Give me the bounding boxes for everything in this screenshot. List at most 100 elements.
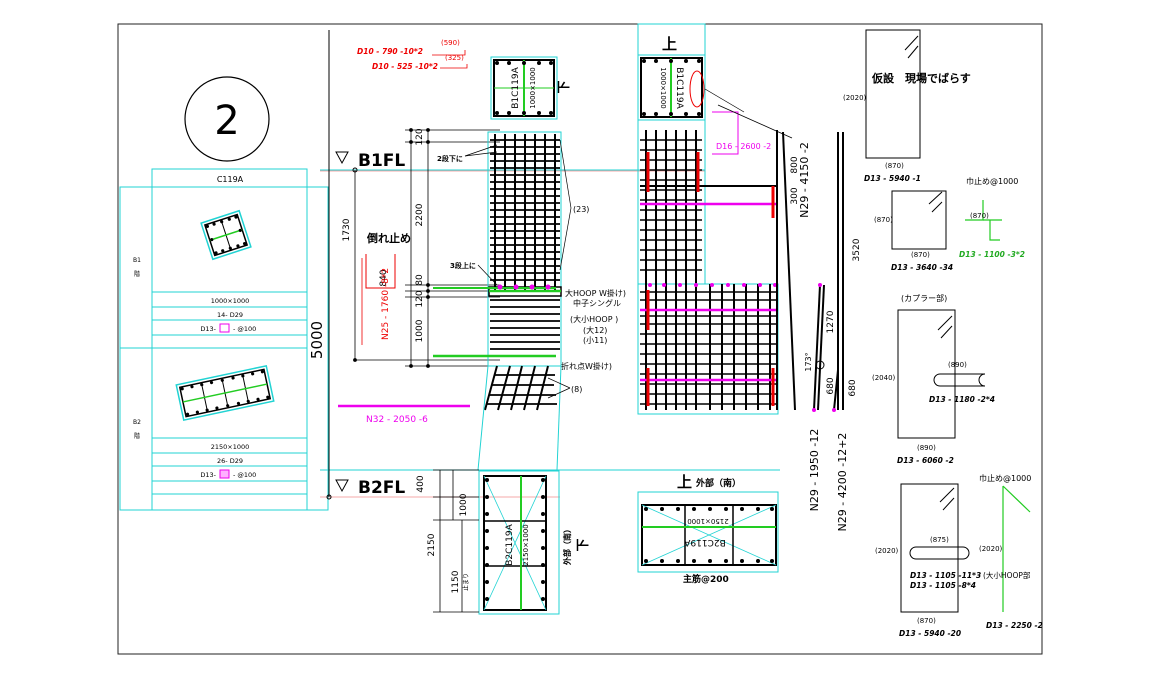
big-hoop-label: 大HOOP W掛け) — [565, 288, 626, 298]
main-column-elevation — [433, 131, 562, 471]
b2-column-section-icon — [175, 364, 275, 422]
dim-80: 80 — [415, 274, 425, 286]
n32-label: N32 - 2050 -6 — [366, 415, 428, 425]
bl-tie-stop2: 巾止め@1000 — [979, 473, 1031, 483]
three-up-leader — [477, 264, 498, 286]
d16-label: D16 - 2600 -2 — [716, 142, 771, 151]
bl-c-890a: (890) — [948, 361, 967, 369]
bl-d13-1180: D13 - 1180 -2*4 — [929, 395, 995, 404]
n25-label: N25 - 1760 -8*2 — [381, 268, 391, 340]
b1c119a-size: 1000×1000 — [529, 67, 537, 109]
bl-d13-1105b: D13 - 1105 -8*4 — [910, 581, 976, 590]
d10-325-paren: (325) — [445, 54, 464, 62]
b2fl-level-triangle — [335, 479, 349, 493]
bl-h-870: (870) — [917, 617, 936, 625]
size-hoop-label: (大小HOOP ) — [570, 314, 618, 324]
b2c119a-size: 2150×1000 — [522, 524, 530, 566]
stop-mark: 止まり — [462, 573, 470, 591]
bl-d13-6060: D13 - 6060 -2 — [897, 456, 954, 465]
n29-bars — [776, 130, 844, 411]
b1-main-bar: 14- D29 — [217, 311, 243, 319]
bl-coupler: (カプラー部) — [901, 293, 947, 303]
b1c119a-top-section-2 — [637, 54, 706, 121]
dim-120b: 120 — [415, 290, 425, 307]
d10-hook-a — [432, 50, 466, 56]
bl-870: (870) — [885, 162, 904, 170]
dim-2200: 2200 — [415, 203, 425, 226]
sheet-number-badge: 2 — [184, 76, 270, 162]
bl-c-890b: (890) — [917, 444, 936, 452]
green-ties — [965, 200, 1031, 612]
b2c119a-bottom-section — [478, 470, 560, 615]
south-b2c-size: 2150×1000 — [687, 517, 729, 525]
b1c119a-size-2: 1000×1000 — [659, 67, 667, 109]
dim-1730: 1730 — [342, 218, 352, 241]
south-b2c-label: B2C119A — [683, 537, 725, 547]
b2fl-label: B2FL — [358, 478, 405, 498]
fall-stop-label: 倒れ止め — [366, 231, 411, 245]
big12-label: (大12) — [583, 325, 607, 335]
bl-tie-870: (870) — [970, 212, 989, 220]
dim-680b: 680 — [848, 379, 858, 396]
bl-sq-870: (870) — [874, 216, 893, 224]
bar-list — [865, 29, 986, 613]
angle-label: 173° — [804, 352, 813, 371]
dim-1000b: 1000 — [459, 493, 469, 516]
b1fl-level-triangle — [335, 151, 349, 165]
d10-590-paren: (590) — [441, 39, 460, 47]
b1fl-label: B1FL — [358, 151, 405, 171]
south-outside-section — [637, 491, 779, 573]
dim-400: 400 — [416, 475, 426, 492]
bl-d13-1105a: D13 - 1105 -11*3 — [910, 571, 981, 580]
dim-1150: 1150 — [451, 570, 461, 593]
n29-4150-label: N29 - 4150 -2 — [798, 142, 811, 218]
b1-pitch: - @100 — [233, 325, 256, 333]
bl-2020: (2020) — [843, 94, 867, 102]
n29-1950-label: N29 - 1950 -12 — [808, 429, 821, 512]
three-up-label: 3段上に — [450, 261, 476, 270]
small11-label: (小11) — [583, 336, 607, 345]
second-column-elevation — [637, 23, 779, 415]
d10-hook-b — [440, 64, 468, 69]
b2c-outside-south: 外部（南） — [562, 525, 572, 565]
count-8-leader — [547, 377, 571, 399]
two-down-leader — [464, 144, 498, 157]
b2c-bottom-marker: 下 — [576, 538, 591, 551]
b2-size: 2150×1000 — [211, 443, 250, 451]
outside-south-label: 外部（南） — [695, 477, 741, 489]
bl-d13-3640: D13 - 3640 -34 — [891, 263, 953, 272]
b1c-bottom-marker: 下 — [557, 80, 572, 93]
b2-hoop-swatch — [219, 469, 230, 479]
main-bar-pitch-label: 主筋@200 — [683, 573, 729, 585]
d10-790-label: D10 - 790 -10*2 — [357, 47, 423, 56]
bl-sq-870b: (870) — [911, 251, 930, 259]
dim-300: 300 — [790, 187, 800, 204]
b1-hoop-swatch — [219, 323, 230, 333]
top-marker-1: 上 — [662, 35, 677, 53]
count-8: (8) — [571, 385, 582, 394]
bl-big-small-hoop: (大小HOOP部 — [983, 570, 1031, 580]
sheet-number: 2 — [214, 98, 239, 144]
bl-d13-2250: D13 - 2250 -2 — [986, 621, 1043, 630]
dim-840: 840 — [379, 269, 389, 286]
b1c119a-label: B1C119A — [511, 66, 521, 108]
top-marker-2: 上 — [677, 473, 692, 491]
dim-120a: 120 — [415, 128, 425, 145]
column-schedule-table — [119, 168, 329, 511]
bl-h-875: (875) — [930, 536, 949, 544]
b2fl-node — [326, 494, 332, 500]
bl-h-2020b: (2020) — [979, 545, 1003, 553]
bl-tie-stop1: 巾止め@1000 — [966, 176, 1018, 186]
bottom-dimension-chain — [433, 469, 479, 613]
b1-level-label: B1 — [133, 257, 141, 264]
b2-level-label: B2 — [133, 419, 141, 426]
bl-h-2020: (2020) — [875, 547, 899, 555]
count-23-leader — [559, 139, 572, 271]
b1c119a-label-2: B1C119A — [674, 67, 684, 109]
sheet-number-circle — [184, 76, 270, 162]
fall-stop-bracket — [365, 254, 396, 289]
n29-4200-label: N29 - 4200 -12+2 — [836, 433, 849, 532]
b1-floor-label: 階 — [134, 270, 140, 278]
two-down-leader-2 — [464, 151, 498, 157]
bl-d13-5940-20: D13 - 5940 -20 — [899, 629, 961, 638]
